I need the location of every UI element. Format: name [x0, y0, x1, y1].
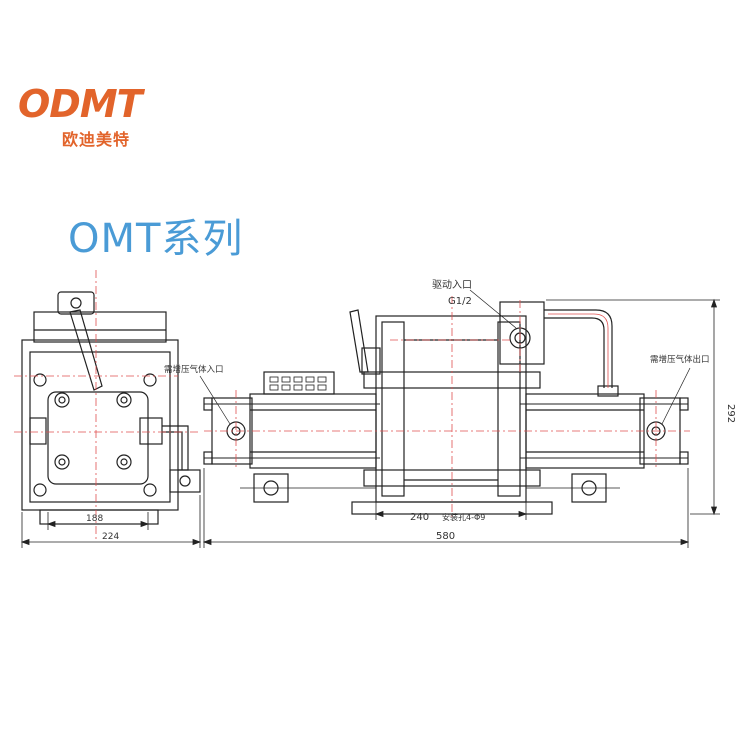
dimension-580 — [202, 468, 690, 548]
series-title: OMT系列 — [68, 216, 244, 262]
dimension-240 — [374, 502, 528, 520]
dim-240-text: 240 — [410, 512, 429, 523]
brand-logo: ODMT 欧迪美特 — [18, 84, 178, 150]
boost-outlet-label: 需增压气体出口 — [650, 354, 710, 365]
dimension-188 — [46, 512, 150, 530]
end-view-bolts — [33, 373, 157, 497]
end-view-handle-pin — [70, 297, 82, 309]
side-view-lever — [349, 309, 369, 373]
dimension-292 — [546, 298, 720, 516]
dim-224-text: 224 — [102, 532, 119, 542]
valve-box — [263, 371, 335, 395]
drive-thread-label: G1/2 — [448, 296, 472, 307]
dim-188-text: 188 — [86, 514, 103, 524]
boost-inlet-label: 需增压气体入口 — [164, 364, 224, 375]
end-view-lever — [69, 309, 103, 391]
dim-292-text: 292 — [725, 404, 736, 423]
dimension-224 — [20, 495, 202, 548]
air-drive-section — [375, 315, 527, 503]
mount-note-label: 安装孔4-Φ9 — [442, 512, 485, 522]
end-view-plate — [47, 391, 149, 485]
end-view — [14, 270, 202, 548]
end-view-outlet-fitting — [169, 469, 201, 493]
drive-inlet-label: 驱动入口 — [432, 279, 472, 291]
air-tube — [544, 309, 613, 388]
drive-inlet-block — [499, 301, 545, 365]
leader-lines — [199, 289, 691, 425]
logo-mark: ODMT — [18, 82, 143, 126]
dim-580-text: 580 — [436, 531, 455, 542]
end-view-top-cap — [33, 311, 167, 343]
side-view — [199, 289, 720, 548]
end-view-handle-bracket — [57, 291, 95, 315]
logo-subtitle: 欧迪美特 — [62, 130, 131, 149]
